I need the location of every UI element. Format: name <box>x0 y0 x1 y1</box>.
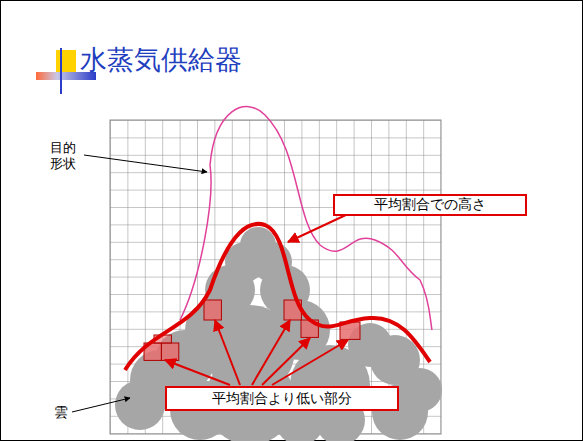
target-shape-label: 目的 形状 <box>50 140 79 171</box>
grid <box>110 120 441 434</box>
callout-text: 平均割合での高さ <box>374 196 486 214</box>
callout-box: 平均割合より低い部分 <box>165 386 399 411</box>
slide-title: 水蒸気供給器 <box>80 44 242 76</box>
target-shape-curve <box>180 107 432 330</box>
average-height-curve <box>125 224 430 370</box>
label-leaders <box>72 155 207 412</box>
callout-text: 平均割合より低い部分 <box>212 390 352 408</box>
cloud-label: 雲 <box>54 404 68 421</box>
leader-arrows <box>165 214 348 385</box>
callout-box: 平均割合での高さ <box>333 194 527 216</box>
